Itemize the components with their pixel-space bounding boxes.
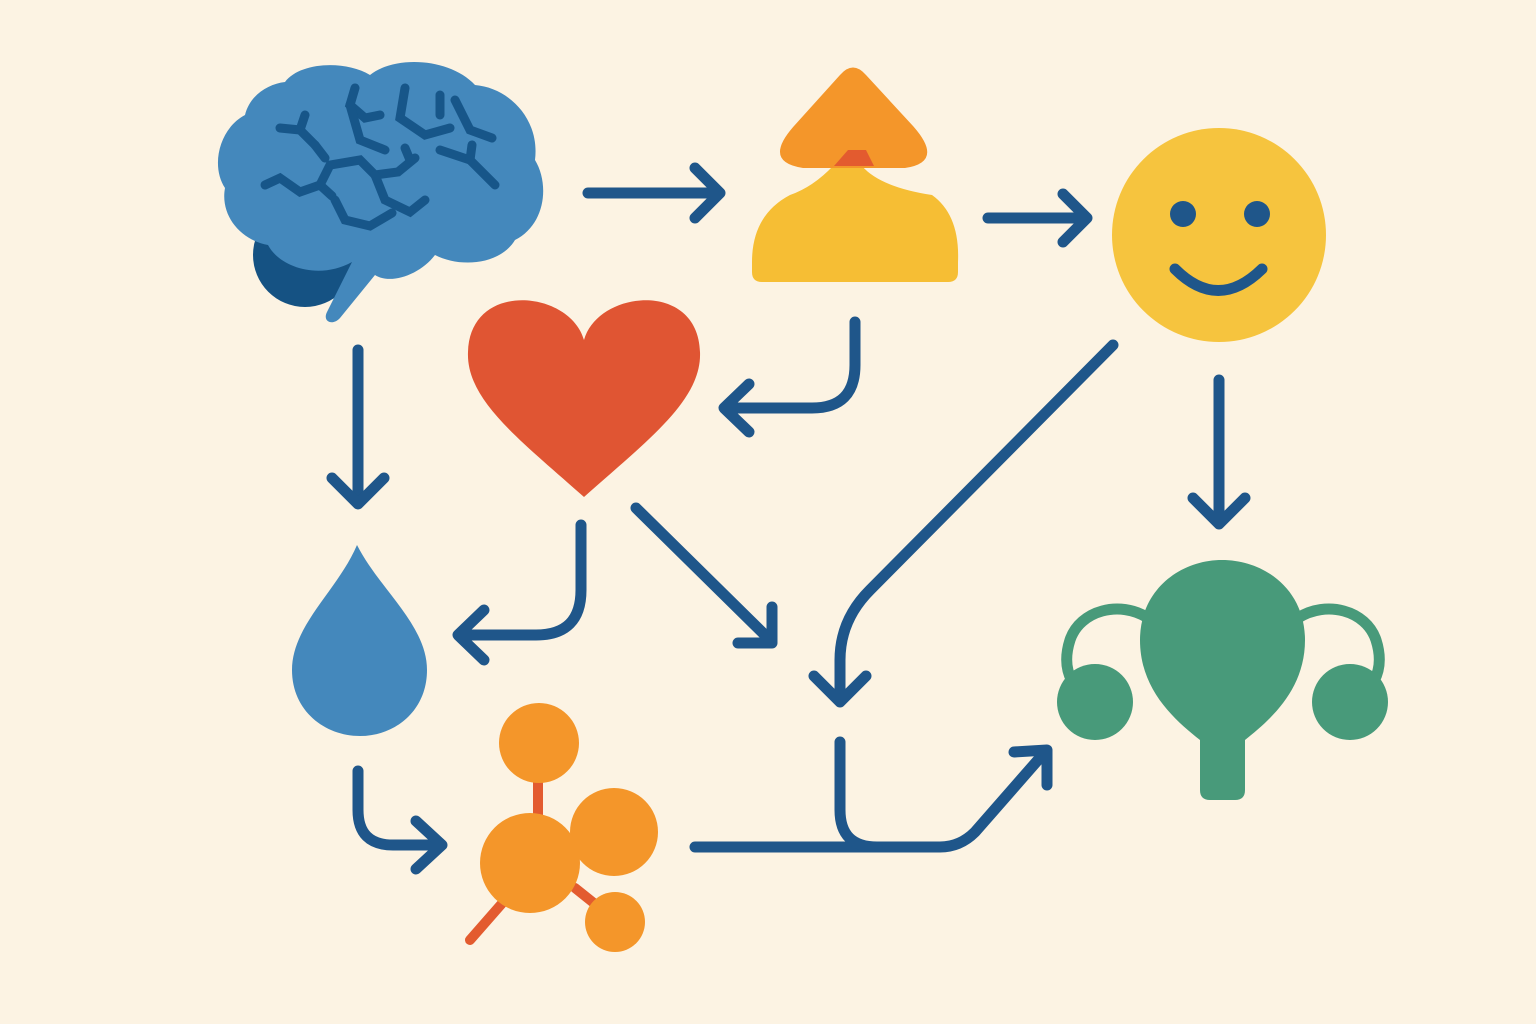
arrow-molecule-to-uterus	[689, 744, 1053, 853]
brain-icon	[217, 62, 544, 323]
heart-icon	[467, 300, 701, 497]
arrow-drop-to-molecule	[352, 765, 448, 875]
blood-drop-icon	[292, 545, 427, 736]
molecule-icon	[465, 703, 658, 952]
uterus-icon	[1057, 560, 1388, 800]
arrow-gland-to-smiley	[982, 188, 1093, 248]
arrow-junction-merge	[834, 736, 883, 853]
smiley-face-icon	[1112, 128, 1326, 342]
arrow-heart-to-junction	[630, 502, 778, 649]
arrow-brain-to-gland	[582, 162, 726, 224]
arrow-heart-to-drop	[452, 519, 587, 666]
arrow-smiley-to-uterus	[1187, 374, 1251, 530]
gland-icon	[752, 67, 959, 282]
arrow-gland-to-heart	[718, 316, 861, 438]
arrow-smiley-to-junction	[808, 339, 1119, 708]
arrow-brain-to-drop	[326, 344, 390, 510]
